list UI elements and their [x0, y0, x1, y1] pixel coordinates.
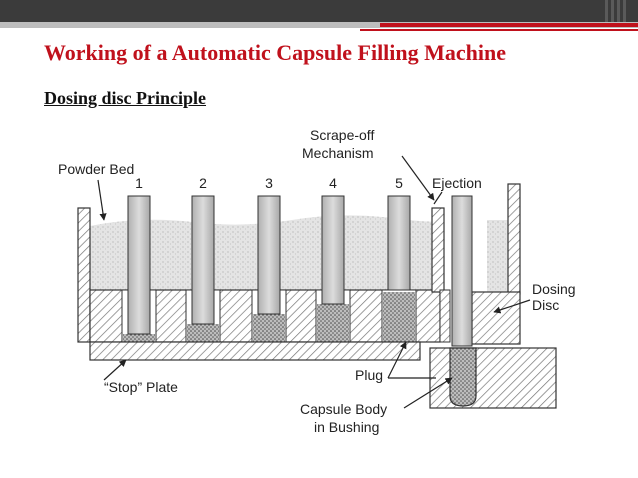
plug-3 [253, 314, 285, 342]
stop-plate [89, 341, 421, 361]
tamping-pin-5 [387, 195, 411, 291]
plug-4 [317, 304, 349, 342]
label-mechanism: Mechanism [302, 145, 374, 161]
tamping-pin-3 [257, 195, 281, 315]
dosing-disc-diagram: 1 2 3 4 5 Powder Bed Scrape-off Mechanis… [32, 116, 608, 442]
diagram-svg: 1 2 3 4 5 Powder Bed Scrape-off Mechanis… [32, 116, 608, 442]
plug-1 [123, 334, 155, 342]
header-stripe [605, 0, 608, 22]
capsule-bushing [429, 347, 557, 409]
header-stripe [611, 0, 614, 22]
header-dark-band [0, 0, 638, 22]
header-red-line [360, 29, 638, 31]
label-scrape-off: Scrape-off [310, 127, 374, 143]
label-powder-bed: Powder Bed [58, 161, 134, 177]
station-number-5: 5 [395, 175, 403, 191]
tamping-pin-4 [321, 195, 345, 305]
station-number-1: 1 [135, 175, 143, 191]
header-gray-band [0, 22, 638, 28]
scrape-off-blade [431, 207, 445, 293]
label-dosing: Dosing [532, 281, 576, 297]
container-wall-right [507, 183, 521, 295]
capsule-body [449, 347, 477, 407]
powder-bed-right [487, 220, 510, 292]
container-wall-left [77, 207, 91, 343]
tamping-pin-1 [127, 195, 151, 335]
header-stripe [623, 0, 626, 22]
label-stop-plate: “Stop” Plate [104, 379, 178, 395]
label-plug: Plug [355, 367, 383, 383]
label-in-bushing: in Bushing [314, 419, 379, 435]
tamping-pin-2 [191, 195, 215, 325]
station-number-4: 4 [329, 175, 337, 191]
plug-2 [187, 324, 219, 342]
label-ejection: Ejection [432, 175, 482, 191]
header-stripe [617, 0, 620, 22]
slide-title: Working of a Automatic Capsule Filling M… [44, 40, 507, 65]
header-red-band [380, 23, 638, 27]
plug-5 [383, 292, 415, 342]
label-disc: Disc [532, 297, 559, 313]
label-capsule-body: Capsule Body [300, 401, 387, 417]
slide-header-bar [0, 0, 638, 34]
slide-subtitle: Dosing disc Principle [44, 88, 207, 108]
ejection-pin [451, 195, 473, 347]
dosing-disc-right-segment [471, 291, 521, 345]
station-number-3: 3 [265, 175, 273, 191]
station-number-2: 2 [199, 175, 207, 191]
